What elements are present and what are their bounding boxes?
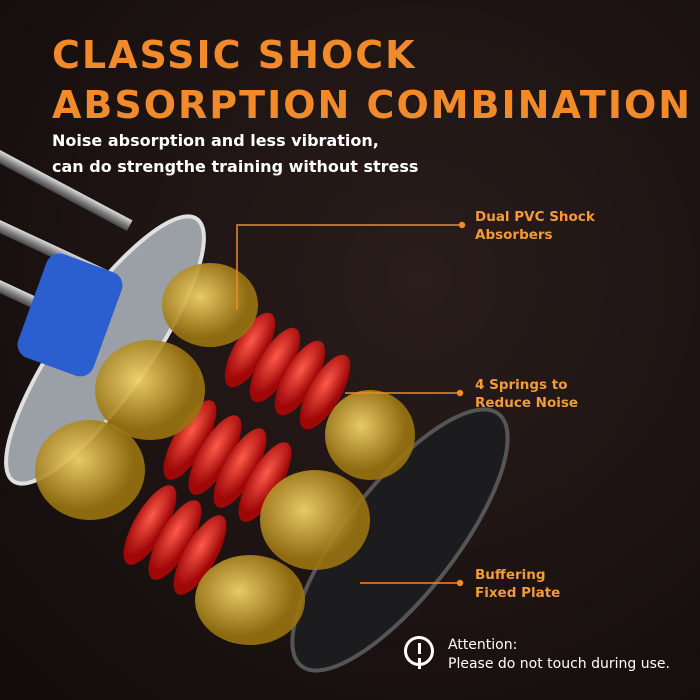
blue-bracket — [17, 253, 123, 377]
subtitle-line-1: Noise absorption and less vibration, — [52, 131, 379, 150]
title-line-1: Classic Shock — [52, 33, 417, 77]
attention-label: Attention: — [448, 637, 518, 653]
subtitle: Noise absorption and less vibration, can… — [52, 128, 418, 180]
callout-text: 4 Springs to — [475, 377, 568, 393]
attention-icon — [404, 636, 434, 666]
callout-text: Buffering — [475, 567, 546, 583]
callout-text: Fixed Plate — [475, 585, 561, 601]
callout-lines — [236, 221, 466, 587]
page-title: Classic Shock Absorption Combination — [52, 30, 692, 130]
callout-text: Absorbers — [475, 227, 553, 243]
callout-springs: 4 Springs to Reduce Noise — [475, 376, 578, 412]
subtitle-line-2: can do strengthe training without stress — [52, 157, 419, 176]
callout-text: Reduce Noise — [475, 395, 579, 411]
attention-text: Please do not touch during use. — [448, 656, 670, 672]
pvc-absorbers — [35, 263, 415, 645]
attention-note: Attention: Please do not touch during us… — [448, 636, 670, 674]
springs — [123, 312, 351, 595]
callout-text: Dual PVC Shock — [475, 209, 595, 225]
callout-pvc-absorbers: Dual PVC Shock Absorbers — [475, 208, 595, 244]
title-line-2: Absorption Combination — [52, 83, 693, 127]
callout-fixed-plate: Buffering Fixed Plate — [475, 566, 560, 602]
